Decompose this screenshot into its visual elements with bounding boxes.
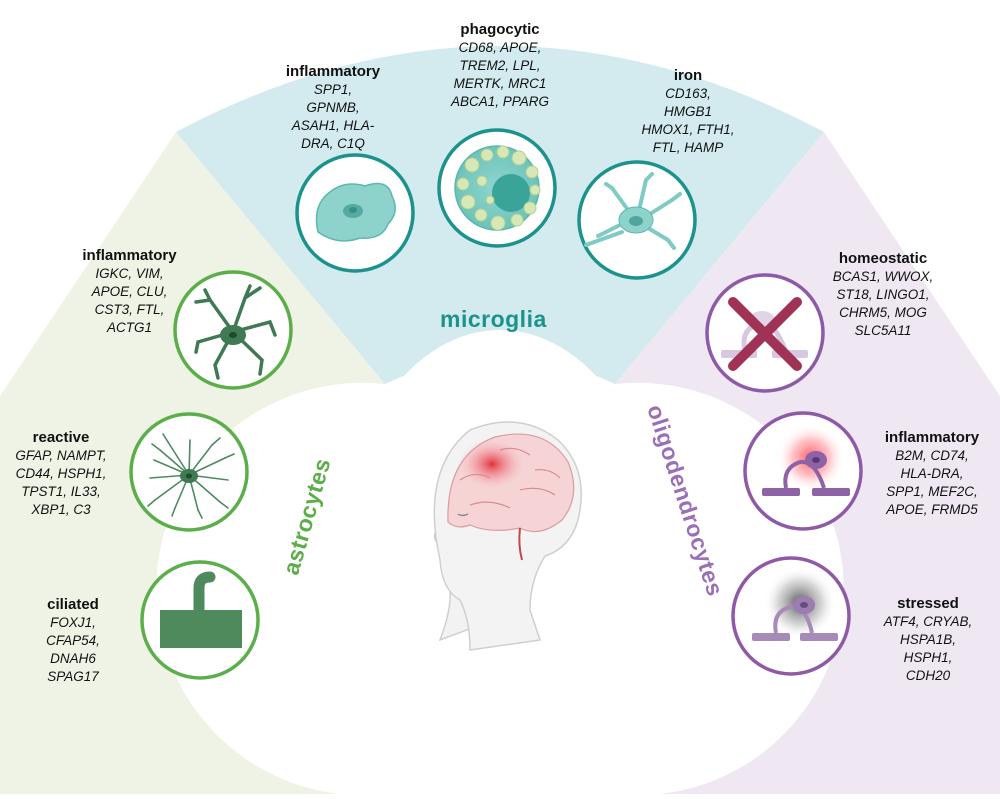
microglia-inflammatory-circle [295, 153, 415, 273]
gene-line: HLA-DRA, [900, 466, 964, 481]
reactive-astrocyte-icon [147, 433, 235, 519]
gene-line: BCAS1, WWOX, [832, 269, 934, 284]
state-title: homeostatic [838, 250, 928, 267]
microglia-iron-label: iron CD163, HMGB1 HMOX1, FTH1, FTL, HAMP [623, 66, 753, 157]
gene-line: DRA, C1Q [301, 136, 365, 151]
outer-arc-mask-right [500, 0, 1000, 396]
gene-line: CD68, APOE, [458, 40, 542, 55]
astrocyte-inflammatory-label: inflammatory IGKC, VIM, APOE, CLU, CST3,… [62, 246, 197, 337]
gene-line: ASAH1, HLA- [291, 118, 375, 133]
outer-arc-mask-left [0, 0, 500, 396]
gene-line: TPST1, IL33, [21, 484, 101, 499]
microglia-inflammatory-label: inflammatory SPP1, GPNMB, ASAH1, HLA- DR… [268, 62, 398, 153]
gene-line: APOE, FRMD5 [886, 502, 978, 517]
microglia-group-label: microglia [440, 306, 547, 332]
gene-line: SPP1, MEF2C, [886, 484, 978, 499]
gene-line: CD163, [665, 86, 711, 101]
microglia-phagocytic-circle [437, 128, 557, 248]
head-brain-icon [433, 421, 582, 651]
gene-line: APOE, CLU, [91, 284, 168, 299]
ramified-microglia-icon [584, 172, 682, 250]
gene-line: XBP1, C3 [31, 502, 91, 517]
state-title: ciliated [47, 596, 99, 613]
gene-line: FOXJ1, [50, 615, 96, 630]
state-title: reactive [32, 429, 90, 446]
oligo-homeostatic-circle [705, 273, 825, 393]
gene-line: ATF4, CRYAB, [883, 614, 973, 629]
astrocyte-ciliated-label: ciliated FOXJ1, CFAP54, DNAH6 SPAG17 [28, 595, 118, 686]
gene-line: GPNMB, [306, 100, 360, 115]
gene-line: MERTK, MRC1 [453, 76, 547, 91]
state-title: stressed [897, 595, 959, 612]
astrocyte-ciliated-circle [140, 560, 260, 680]
oligo-stressed-label: stressed ATF4, CRYAB, HSPA1B, HSPH1, CDH… [868, 594, 988, 685]
astrocyte-reactive-circle [129, 412, 249, 532]
oligo-inflammatory-circle [743, 411, 863, 531]
gene-line: CFAP54, [46, 633, 100, 648]
gene-line: DNAH6 [50, 651, 96, 666]
state-title: iron [673, 67, 703, 84]
gene-line: B2M, CD74, [895, 448, 969, 463]
oligo-homeostatic-label: homeostatic BCAS1, WWOX, ST18, LINGO1, C… [818, 249, 948, 340]
cross-icon [728, 297, 802, 371]
gene-line: SPAG17 [47, 669, 99, 684]
microglia-iron-circle [577, 160, 697, 280]
state-title: inflammatory [884, 429, 980, 446]
gene-line: CST3, FTL, [94, 302, 165, 317]
gene-line: HMOX1, FTH1, [641, 122, 735, 137]
gene-line: IGKC, VIM, [95, 266, 164, 281]
gene-line: TREM2, LPL, [459, 58, 541, 73]
oligo-inflammatory-label: inflammatory B2M, CD74, HLA-DRA, SPP1, M… [866, 428, 998, 519]
gene-line: SLC5A11 [854, 323, 912, 338]
gene-line: CDH20 [905, 668, 951, 683]
gene-line: ST18, LINGO1, [836, 287, 930, 302]
gene-line: SPP1, [313, 82, 353, 97]
gene-line: FTL, HAMP [652, 140, 724, 155]
astrocyte-reactive-label: reactive GFAP, NAMPT, CD44, HSPH1, TPST1… [0, 428, 122, 519]
gene-line: CD44, HSPH1, [15, 466, 107, 481]
astrocyte-icon [194, 284, 277, 380]
gene-line: ABCA1, PPARG [450, 94, 550, 109]
gene-line: GFAP, NAMPT, [15, 448, 107, 463]
gene-line: HSPA1B, [899, 632, 957, 647]
gene-line: ACTG1 [106, 320, 152, 335]
microglia-phagocytic-label: phagocytic CD68, APOE, TREM2, LPL, MERTK… [430, 20, 570, 111]
state-title: inflammatory [82, 247, 177, 264]
gene-line: HMGB1 [663, 104, 712, 119]
state-title: inflammatory [285, 63, 381, 80]
oligo-stressed-circle [731, 556, 851, 676]
gene-line: HSPH1, [903, 650, 953, 665]
state-title: phagocytic [460, 21, 540, 38]
gene-line: CHRM5, MOG [839, 305, 927, 320]
astrocyte-inflammatory-circle [173, 270, 293, 390]
